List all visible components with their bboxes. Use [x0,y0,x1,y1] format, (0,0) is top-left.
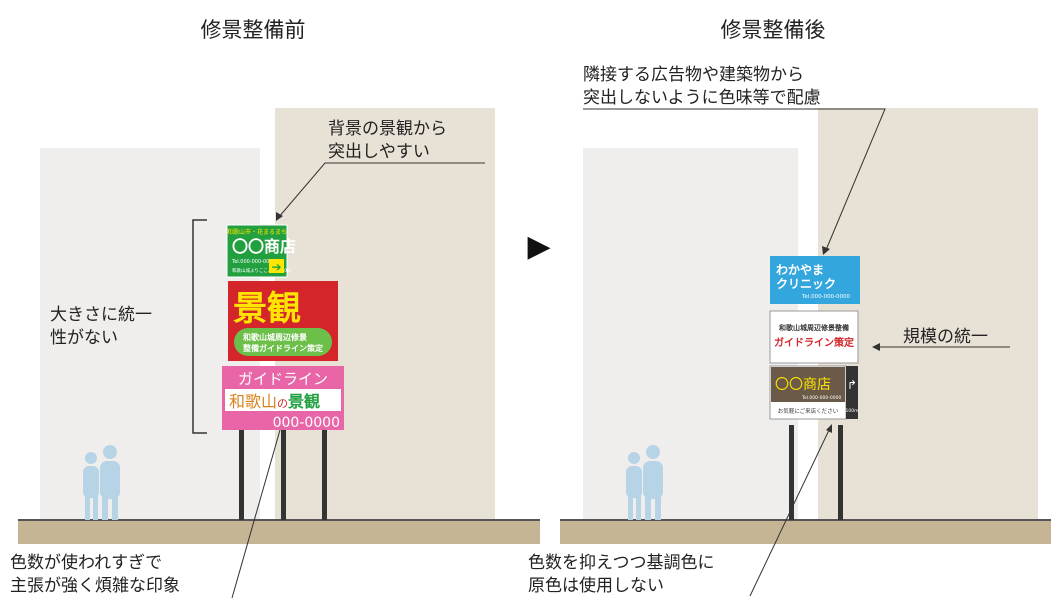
green-sign-address: 和歌山城よりここより 100m [232,267,291,274]
before-callout-top-arrowhead [276,212,283,221]
after-callout-bottom-leader [749,427,831,597]
before-sign-green: 和歌山市・花まるまち 〇〇商店 Tel.000-000-0000 和歌山城よりこ… [226,224,296,278]
brown-sign-shop: 〇〇商店 [775,377,831,393]
after-callout-right-arrowhead [872,343,880,351]
pink-sign-header: ガイドライン [238,370,328,388]
before-title: 修景整備前 [201,18,306,42]
white-sign-line1: 和歌山城周辺修景整備 [778,323,849,332]
red-sign-pill-line1: 和歌山城周辺修景 [243,332,307,342]
before-people [83,445,120,520]
after-sign-blue: わかやま クリニック Tel.000-000-0000 [770,256,860,304]
after-sign-white: 和歌山城周辺修景整備 ガイドライン策定 [769,310,859,364]
blue-sign-line2: クリニック [776,277,836,291]
before-sign-pink: ガイドライン 和歌山の景観 000-0000 [222,366,344,431]
before-callout-bottom-line1: 色数が使われすぎで [10,552,162,573]
after-poles [789,425,843,520]
brown-sign-side-text: 100m [846,408,859,414]
red-sign-big-text: 景観 [233,289,301,329]
before-callout-top-line2: 突出しやすい [328,142,430,162]
before-sign-red: 景観 和歌山城周辺修景 整備ガイドライン策定 [228,281,338,361]
after-people [626,445,663,520]
green-sign-top-text: 和歌山市・花まるまち [227,228,287,236]
before-building-gray [40,148,260,520]
pink-sign-phone: 000-0000 [273,415,340,431]
after-callout-right: 規模の統一 [903,327,988,347]
after-building-gray [583,148,798,520]
before-callout-bottom-line2: 主張が強く煩雑な印象 [10,576,180,596]
brown-sign-side-arrow-icon: ↱ [847,378,857,392]
after-callout-top-arrowhead [822,246,830,255]
after-ground [560,520,1051,544]
transition-arrow-icon: ▶ [527,229,550,264]
after-sign-brown: 〇〇商店 Tel.000-000-0000 お気軽にご来店ください ↱ 100m [769,365,859,420]
before-callout-bottom-leader [231,429,281,599]
after-callout-top-line1: 隣接する広告物や建築物から [583,65,804,85]
after-callout-bottom-arrowhead [826,424,832,433]
before-poles [239,428,327,520]
green-sign-arrow-icon: ➔ [271,260,281,274]
before-callout-left-line1: 大きさに統一 [50,305,152,325]
before-ground [18,520,540,544]
after-callout-top-leader [583,108,886,251]
after-callout-bottom-line1: 色数を抑えつつ基調色に [528,553,715,573]
brown-sign-tel: Tel.000-000-0000 [801,395,841,401]
blue-sign-tel: Tel.000-000-0000 [801,294,851,300]
white-sign-line2: ガイドライン策定 [774,336,854,349]
before-callout-top-line1: 背景の景観から [328,119,447,139]
blue-sign-line1: わかやま [776,263,824,277]
brown-sign-footer: お気軽にご来店ください [778,407,839,415]
green-sign-tel: Tel.000-000-0000 [231,259,276,265]
pink-sign-middle: 和歌山の景観 [229,392,320,411]
size-bracket [192,219,207,434]
before-callout-left-line2: 性がない [50,328,118,348]
before-callout-top-leader [277,162,485,219]
red-sign-pill-line2: 整備ガイドライン策定 [242,343,323,353]
after-title: 修景整備後 [721,18,826,42]
after-callout-top-line2: 突出しないように色味等で配慮 [583,88,821,108]
after-callout-bottom-line2: 原色は使用しない [528,575,664,596]
green-sign-shop: 〇〇商店 [232,237,296,256]
